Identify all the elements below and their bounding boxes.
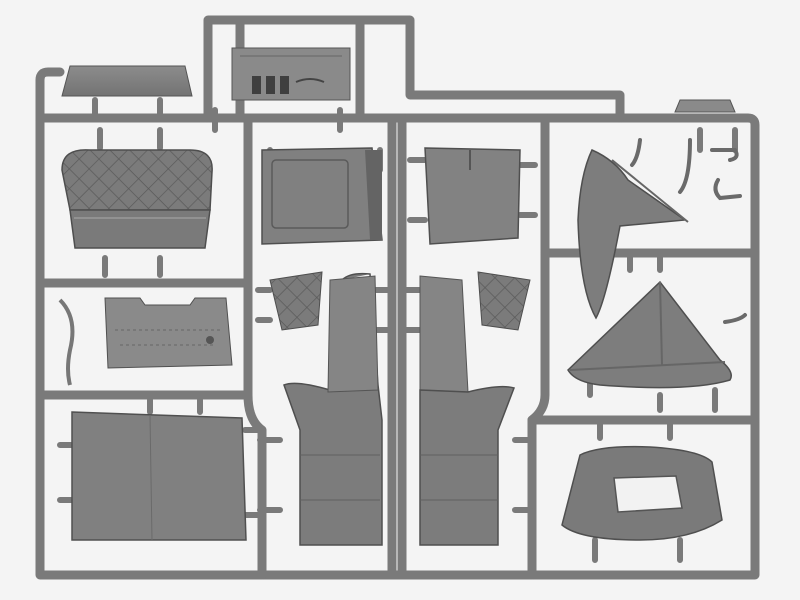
sprue-tag-part	[674, 99, 736, 113]
top-main-runner	[203, 15, 625, 123]
top-left-panel-part	[61, 65, 193, 97]
windscreen-lower-part	[567, 280, 732, 389]
rear-tub-part	[561, 445, 723, 541]
curved-rod-part	[58, 298, 75, 386]
sprue-runners	[35, 15, 760, 580]
small-brackets-part	[630, 138, 747, 324]
large-flat-panel-part	[71, 411, 247, 541]
engine-cover-part	[231, 47, 351, 101]
door-panel-left-part	[261, 147, 383, 245]
top-left-runner	[35, 67, 65, 125]
windscreen-upper-part	[577, 149, 689, 320]
body-side-left-part	[283, 272, 383, 546]
floor-plate-part	[104, 297, 233, 369]
outer-frame-runner	[35, 113, 760, 580]
quilted-seat-part	[61, 149, 213, 249]
small-cushion-right-part	[477, 271, 531, 331]
door-panel-right-part	[424, 147, 521, 245]
body-side-right-part	[419, 275, 515, 546]
small-cushion-left-part	[269, 271, 323, 331]
